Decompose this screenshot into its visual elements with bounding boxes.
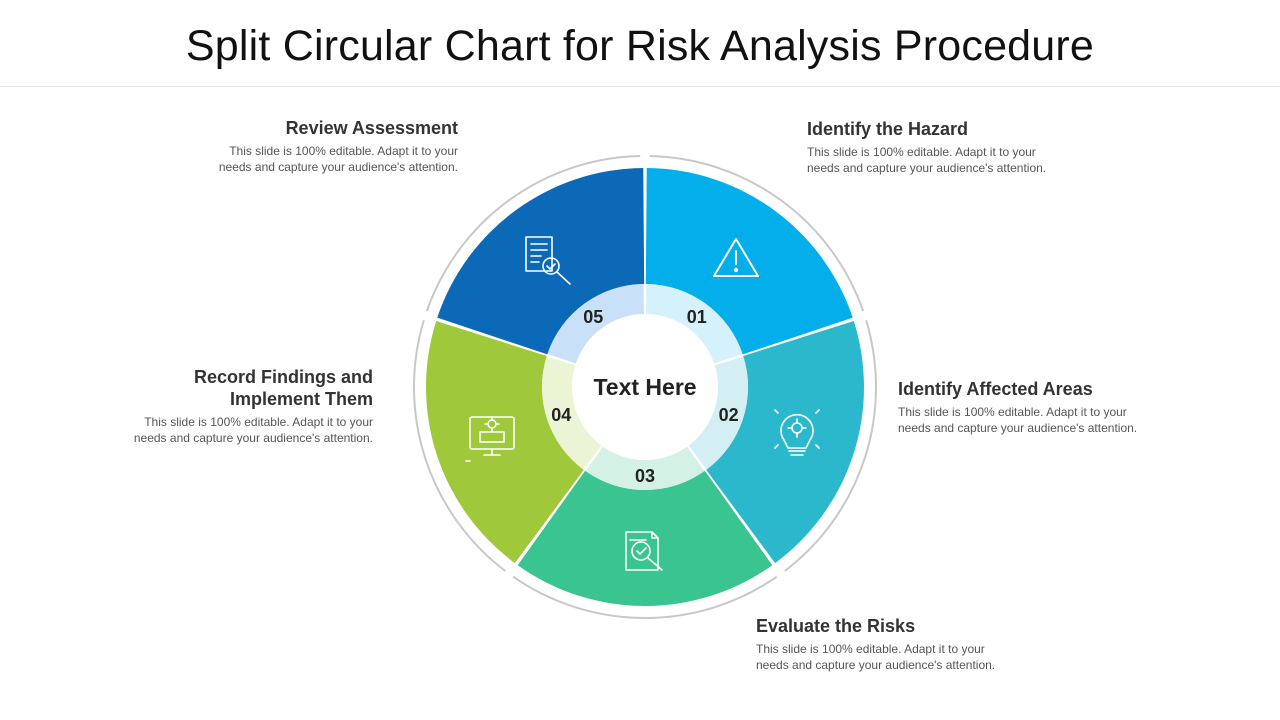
callout-heading-line: Implement Them [229, 389, 373, 409]
lightbulb-gear-icon [774, 409, 820, 456]
step-numbers: 01 02 03 04 05 [551, 307, 738, 486]
callout-body-line: This slide is 100% editable. Adapt it to… [229, 144, 458, 158]
outer-ring-arc [512, 575, 778, 619]
callout-body-line: needs and capture your audience's attent… [756, 658, 996, 672]
warning-triangle-icon [713, 238, 759, 277]
callout-heading: Identify Affected Areas [898, 379, 1093, 399]
step-number-02: 02 [719, 405, 739, 425]
callout-heading: Identify the Hazard [807, 119, 969, 139]
callout-evaluate-risks: Evaluate the Risks This slide is 100% ed… [756, 615, 1056, 673]
callout-heading-line: Record Findings and [193, 367, 373, 387]
step-number-03: 03 [635, 466, 655, 486]
segment-04 [425, 320, 584, 564]
callout-body: This slide is 100% editable. Adapt it to… [73, 414, 373, 446]
slide-title: Split Circular Chart for Risk Analysis P… [185, 22, 1095, 70]
document-magnifier-icon [625, 531, 663, 571]
outer-ring [413, 155, 877, 619]
inner-segment-01 [645, 284, 743, 364]
segment-05 [437, 168, 645, 355]
callout-review-assessment: Review Assessment This slide is 100% edi… [158, 117, 458, 175]
step-number-04: 04 [551, 405, 571, 425]
inner-segment-05 [547, 284, 645, 364]
inner-segment-02 [688, 356, 748, 470]
callout-body-line: This slide is 100% editable. Adapt it to… [898, 405, 1127, 419]
callout-body-line: needs and capture your audience's attent… [133, 431, 373, 445]
callout-identify-affected-areas: Identify Affected Areas This slide is 10… [898, 378, 1198, 436]
callout-body-line: needs and capture your audience's attent… [898, 421, 1138, 435]
outer-ring-arc [784, 319, 877, 572]
inner-segment-03 [585, 446, 705, 490]
callout-body-line: This slide is 100% editable. Adapt it to… [756, 642, 985, 656]
callout-identify-hazard: Identify the Hazard This slide is 100% e… [807, 118, 1107, 176]
document-check-icon [525, 236, 571, 285]
step-number-05: 05 [583, 307, 603, 327]
inner-segment-04 [542, 356, 602, 470]
callout-heading: Review Assessment [285, 118, 458, 138]
step-number-01: 01 [687, 307, 707, 327]
callout-record-findings: Record Findings and Implement Them This … [73, 366, 373, 446]
callout-heading: Evaluate the Risks [756, 616, 916, 636]
callout-body: This slide is 100% editable. Adapt it to… [898, 404, 1198, 436]
title-divider [0, 86, 1280, 87]
outer-ring-arc [425, 155, 641, 312]
callout-heading: Record Findings and Implement Them [73, 366, 373, 410]
inner-ring-segments [542, 284, 748, 490]
callout-body-line: needs and capture your audience's attent… [807, 161, 1047, 175]
callout-body-line: This slide is 100% editable. Adapt it to… [807, 145, 1036, 159]
callout-body: This slide is 100% editable. Adapt it to… [807, 144, 1107, 176]
callout-body-line: This slide is 100% editable. Adapt it to… [144, 415, 373, 429]
callout-body: This slide is 100% editable. Adapt it to… [158, 143, 458, 175]
center-circle [572, 314, 718, 460]
center-text: Text Here [593, 374, 696, 400]
segment-03 [517, 470, 773, 606]
callout-body: This slide is 100% editable. Adapt it to… [756, 641, 1056, 673]
outer-ring-arc [413, 319, 506, 572]
outer-ring-arc [649, 155, 865, 312]
monitor-gear-icon [465, 416, 515, 462]
callout-body-line: needs and capture your audience's attent… [218, 160, 458, 174]
